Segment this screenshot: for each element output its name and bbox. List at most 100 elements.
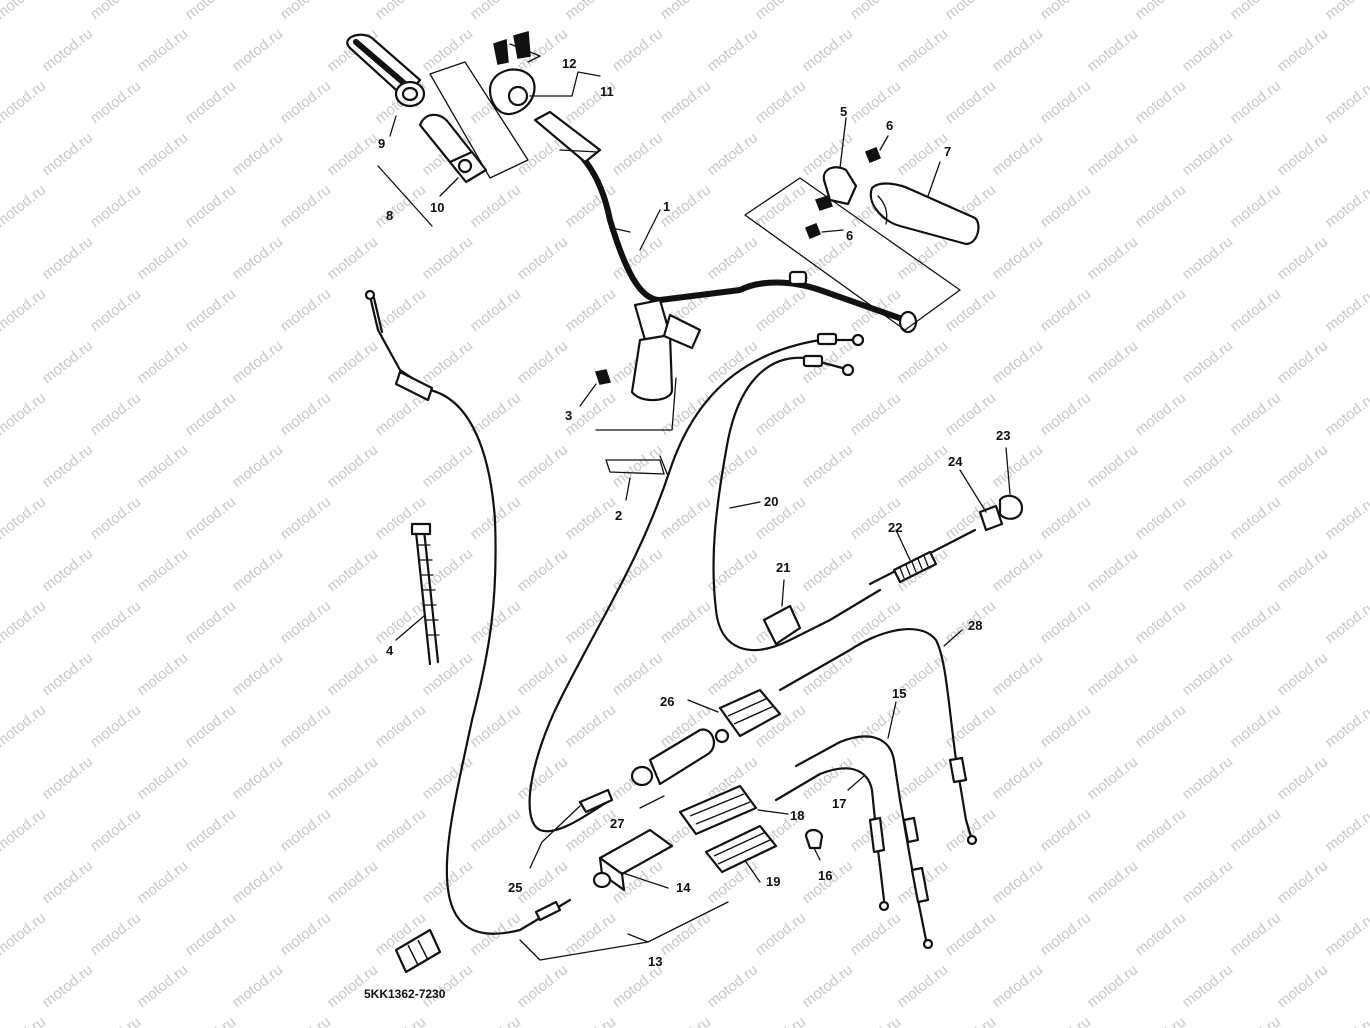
watermark-text: motod.ru — [419, 337, 476, 387]
watermark-text: motod.ru — [134, 233, 191, 283]
watermark-text: motod.ru — [229, 233, 286, 283]
watermark-text: motod.ru — [847, 0, 904, 23]
callout-5: 5 — [840, 104, 847, 119]
watermark-text: motod.ru — [657, 77, 714, 127]
middle-cable — [528, 332, 882, 833]
watermark-text: motod.ru — [1037, 285, 1094, 335]
watermark-text: motod.ru — [1274, 649, 1331, 699]
watermark-text: motod.ru — [1037, 493, 1094, 543]
callout-12: 12 — [562, 56, 576, 71]
watermark-text: motod.ru — [277, 701, 334, 751]
watermark-text: motod.ru — [182, 493, 239, 543]
watermark-text: motod.ru — [704, 129, 761, 179]
watermark-text: motod.ru — [419, 649, 476, 699]
watermark-text: motod.ru — [39, 233, 96, 283]
watermark-text: motod.ru — [39, 857, 96, 907]
callout-22: 22 — [888, 520, 902, 535]
watermark-text: motod.ru — [277, 805, 334, 855]
watermark-text: motod.ru — [39, 545, 96, 595]
watermark-text: motod.ru — [1274, 545, 1331, 595]
watermark-text: motod.ru — [1132, 389, 1189, 439]
watermark-text: motod.ru — [1179, 753, 1236, 803]
callout-3: 3 — [565, 408, 572, 423]
right-cables — [774, 628, 978, 950]
adjuster-cable-22 — [868, 494, 1024, 586]
watermark-text: motod.ru — [799, 441, 856, 491]
watermark-text: motod.ru — [229, 25, 286, 75]
watermark-text: motod.ru — [1179, 441, 1236, 491]
watermark-text: motod.ru — [1132, 285, 1189, 335]
watermark-text: motod.ru — [1084, 337, 1141, 387]
watermark-text: motod.ru — [467, 181, 524, 231]
watermark-text: motod.ru — [989, 337, 1046, 387]
cable-strap — [410, 522, 440, 666]
watermark-text: motod.ru — [894, 25, 951, 75]
watermark-text: motod.ru — [1274, 337, 1331, 387]
watermark-text: motod.ru — [1227, 1013, 1284, 1028]
callout-11: 11 — [600, 84, 614, 99]
handlebar — [533, 110, 961, 334]
watermark-text: motod.ru — [229, 753, 286, 803]
watermark-text: motod.ru — [372, 597, 429, 647]
watermark-text: motod.ru — [229, 649, 286, 699]
callout-10: 10 — [430, 200, 444, 215]
watermark-text: motod.ru — [229, 441, 286, 491]
watermark-text: motod.ru — [1132, 597, 1189, 647]
watermark-text: motod.ru — [419, 233, 476, 283]
watermark-text: motod.ru — [1037, 181, 1094, 231]
watermark-text: motod.ru — [942, 909, 999, 959]
callout-9: 9 — [378, 136, 385, 151]
watermark-text: motod.ru — [1227, 389, 1284, 439]
watermark-text: motod.ru — [0, 701, 49, 751]
watermark-text: motod.ru — [467, 0, 524, 23]
watermark-text: motod.ru — [0, 389, 49, 439]
watermark-text: motod.ru — [1227, 493, 1284, 543]
watermark-text: motod.ru — [229, 545, 286, 595]
watermark-text: motod.ru — [1227, 597, 1284, 647]
watermark-text: motod.ru — [87, 0, 144, 23]
watermark-text: motod.ru — [0, 181, 49, 231]
watermark-text: motod.ru — [277, 597, 334, 647]
watermark-text: motod.ru — [609, 649, 666, 699]
callout-20: 20 — [764, 494, 778, 509]
watermark-text: motod.ru — [1322, 77, 1370, 127]
watermark-text: motod.ru — [989, 25, 1046, 75]
callout-25: 25 — [508, 880, 522, 895]
watermark-text: motod.ru — [1322, 701, 1370, 751]
callout-8: 8 — [386, 208, 393, 223]
right-grip-assembly — [805, 147, 980, 246]
watermark-text: motod.ru — [799, 961, 856, 1011]
watermark-text: motod.ru — [182, 805, 239, 855]
watermark-text: motod.ru — [942, 389, 999, 439]
watermark-text: motod.ru — [752, 1013, 809, 1028]
watermark-text: motod.ru — [1322, 181, 1370, 231]
watermark-text: motod.ru — [752, 285, 809, 335]
watermark-text: motod.ru — [182, 389, 239, 439]
watermark-text: motod.ru — [134, 337, 191, 387]
watermark-text: motod.ru — [1179, 129, 1236, 179]
watermark-text: motod.ru — [1322, 1013, 1370, 1028]
watermark-text: motod.ru — [1179, 857, 1236, 907]
watermark-text: motod.ru — [467, 285, 524, 335]
watermark-text: motod.ru — [1179, 649, 1236, 699]
watermark-text: motod.ru — [562, 0, 619, 23]
watermark-text: motod.ru — [0, 545, 1, 595]
watermark-text: motod.ru — [1227, 701, 1284, 751]
watermark-text: motod.ru — [562, 1013, 619, 1028]
watermark-text: motod.ru — [277, 493, 334, 543]
watermark-text: motod.ru — [894, 129, 951, 179]
watermark-text: motod.ru — [0, 597, 49, 647]
callout-6-top: 6 — [886, 118, 893, 133]
watermark-text: motod.ru — [0, 285, 49, 335]
callout-15: 15 — [892, 686, 906, 701]
watermark-text: motod.ru — [799, 25, 856, 75]
watermark-text: motod.ru — [752, 909, 809, 959]
callout-21: 21 — [776, 560, 790, 575]
watermark-text: motod.ru — [942, 0, 999, 23]
watermark-text: motod.ru — [562, 285, 619, 335]
watermark-text: motod.ru — [1322, 0, 1370, 23]
watermark-text: motod.ru — [514, 649, 571, 699]
watermark-text: motod.ru — [1037, 701, 1094, 751]
watermark-text: motod.ru — [324, 545, 381, 595]
watermark-text: motod.ru — [1084, 441, 1141, 491]
